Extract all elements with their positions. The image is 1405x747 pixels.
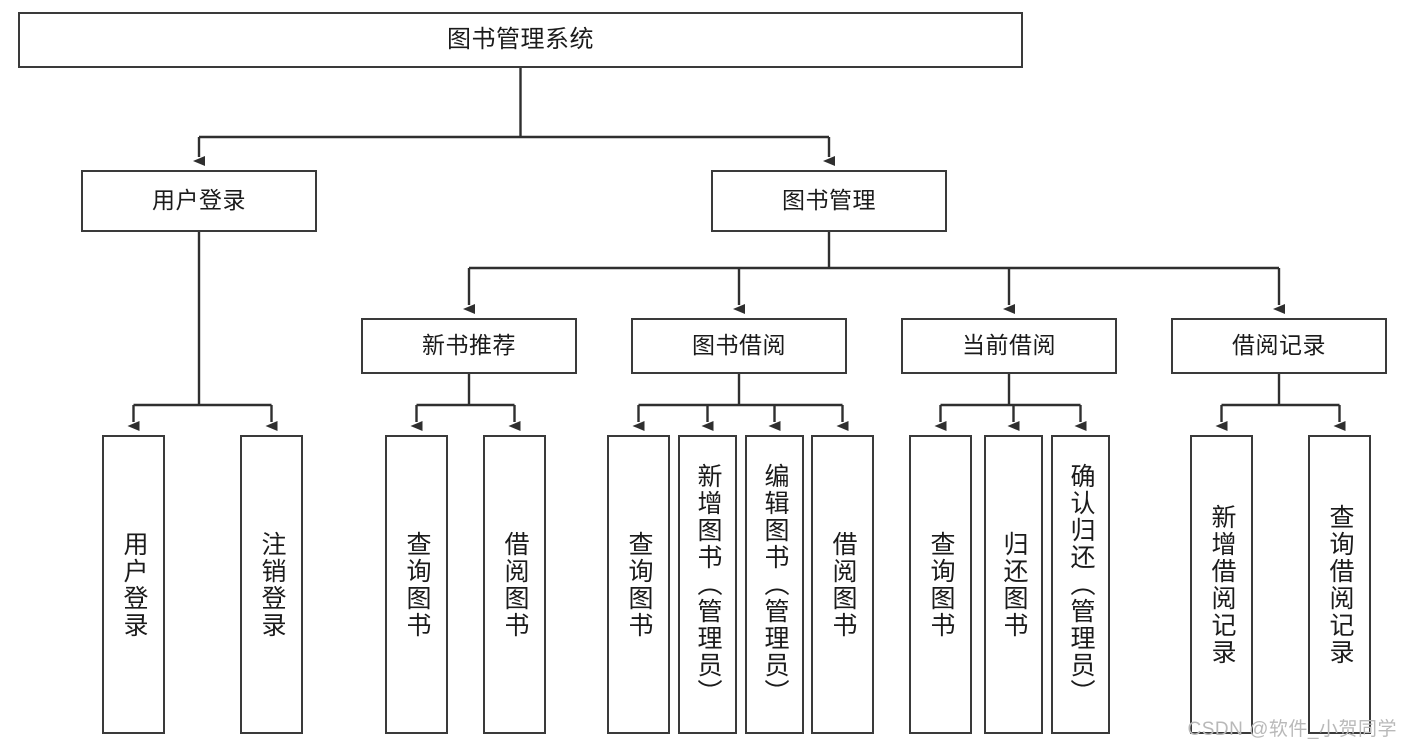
node-current[interactable]: 当前借阅: [901, 318, 1117, 374]
node-leaf-nb-b[interactable]: 借阅图书: [483, 435, 546, 734]
node-label: 查询图书: [927, 530, 955, 639]
node-label: 用户登录: [120, 530, 148, 639]
node-label: 查询图书: [625, 530, 653, 639]
node-label: 图书管理系统: [447, 25, 594, 53]
node-label: 图书管理: [782, 187, 876, 214]
node-leaf-nb-q[interactable]: 查询图书: [385, 435, 448, 734]
node-label: 用户登录: [152, 187, 246, 214]
node-bookmgmt[interactable]: 图书管理: [711, 170, 947, 232]
node-label: 新书推荐: [422, 332, 516, 359]
node-label: 借阅记录: [1232, 332, 1326, 359]
node-label: 归还图书: [1000, 530, 1028, 639]
node-label: 注销登录: [258, 530, 286, 639]
node-leaf-bo-ed[interactable]: 编辑图书（管理员）: [745, 435, 804, 734]
node-leaf-bo-add[interactable]: 新增图书（管理员）: [678, 435, 737, 734]
node-leaf-bo-brw[interactable]: 借阅图书: [811, 435, 874, 734]
node-label: 图书借阅: [692, 332, 786, 359]
node-label: 借阅图书: [501, 530, 529, 639]
watermark: CSDN @软件_小贺同学: [1187, 719, 1397, 740]
node-label: 编辑图书（管理员）: [761, 463, 789, 706]
node-login[interactable]: 用户登录: [81, 170, 317, 232]
node-leaf-bo-q[interactable]: 查询图书: [607, 435, 670, 734]
node-leaf-login[interactable]: 用户登录: [102, 435, 165, 734]
node-leaf-re-q[interactable]: 查询借阅记录: [1308, 435, 1371, 734]
node-label: 查询借阅记录: [1326, 503, 1354, 666]
node-leaf-logout[interactable]: 注销登录: [240, 435, 303, 734]
node-label: 确认归还（管理员）: [1067, 463, 1095, 706]
node-label: 查询图书: [403, 530, 431, 639]
node-root[interactable]: 图书管理系统: [18, 12, 1023, 68]
node-borrow[interactable]: 图书借阅: [631, 318, 847, 374]
node-label: 新增图书（管理员）: [694, 463, 722, 706]
node-label: 新增借阅记录: [1208, 503, 1236, 666]
node-label: 当前借阅: [962, 332, 1056, 359]
node-leaf-cu-cf[interactable]: 确认归还（管理员）: [1051, 435, 1110, 734]
node-leaf-cu-r[interactable]: 归还图书: [984, 435, 1043, 734]
node-label: 借阅图书: [829, 530, 857, 639]
node-newbook[interactable]: 新书推荐: [361, 318, 577, 374]
node-leaf-cu-q[interactable]: 查询图书: [909, 435, 972, 734]
node-records[interactable]: 借阅记录: [1171, 318, 1387, 374]
node-leaf-re-add[interactable]: 新增借阅记录: [1190, 435, 1253, 734]
